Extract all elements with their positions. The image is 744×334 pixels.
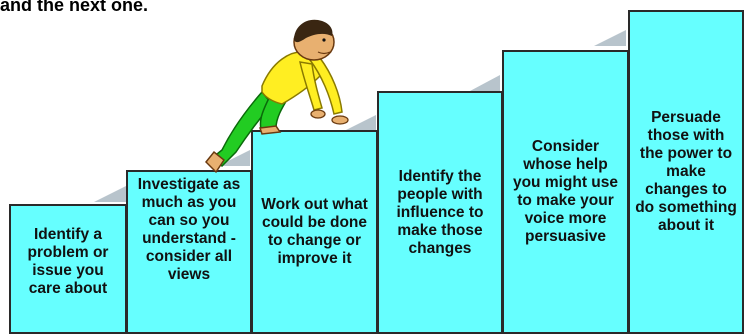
header-text-fragment: and the next one.: [0, 0, 149, 15]
step-4-text: Identify the people with influence to ma…: [396, 167, 484, 257]
step-3-text: Work out what could be done to change or…: [261, 196, 368, 267]
step-5-box: Consider whose help you might use to mak…: [502, 50, 629, 334]
step-1-text: Identify a problem or issue you care abo…: [27, 226, 109, 297]
climbing-person-illustration: [204, 19, 349, 174]
step-6-box: Persuade those with the power to make ch…: [628, 10, 744, 334]
step-4-box: Identify the people with influence to ma…: [377, 91, 503, 334]
step-5-text: Consider whose help you might use to mak…: [512, 138, 619, 245]
step-6-text: Persuade those with the power to make ch…: [635, 109, 737, 234]
step-2-text: Investigate as much as you can so you un…: [137, 176, 241, 283]
